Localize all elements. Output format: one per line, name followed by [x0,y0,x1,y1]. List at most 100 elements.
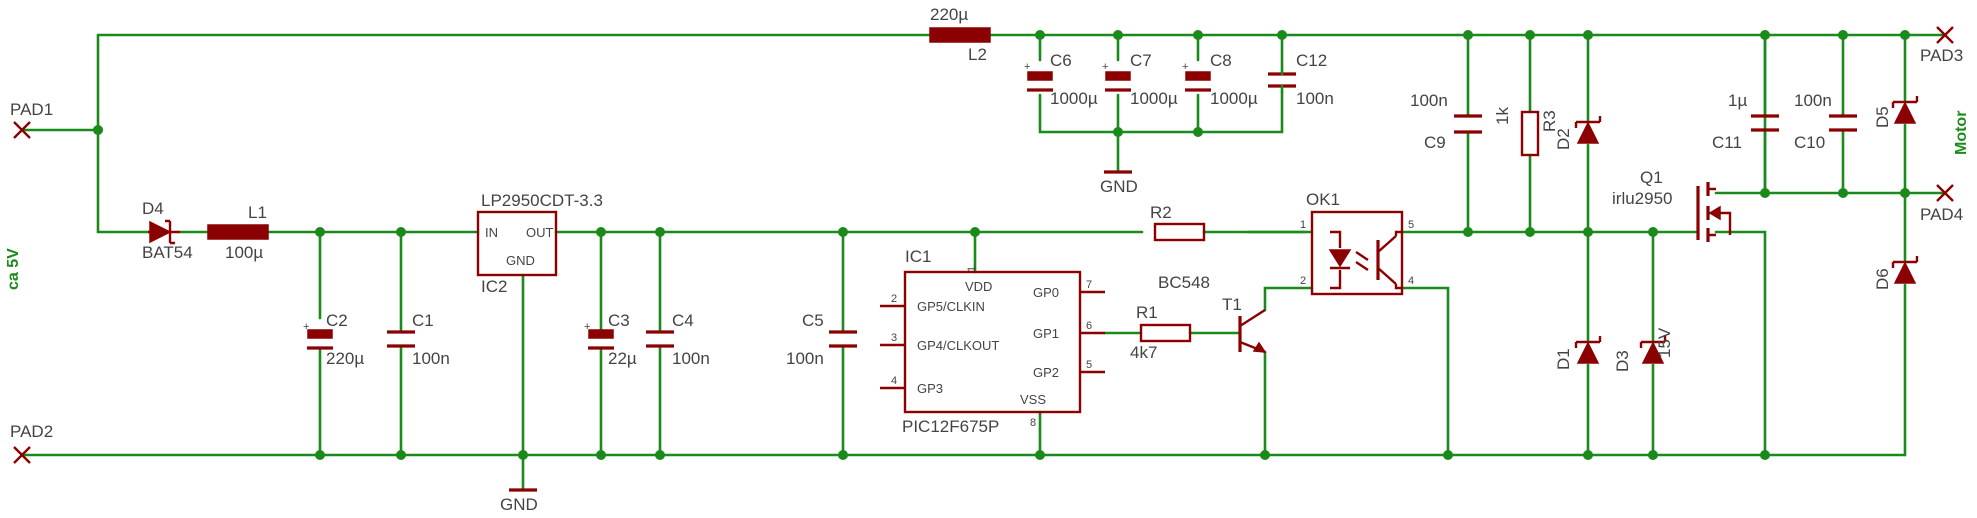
capacitor-c12: C12 100n [1268,51,1334,108]
c12-value: 100n [1296,89,1334,108]
mosfet-q1: Q1 irlu2950 [1612,168,1732,242]
ok1-pin-num: 4 [1408,275,1414,287]
capacitor-c3: + C3 22µ [584,311,637,368]
diode-d2: D2 [1554,116,1602,150]
ic2-pin-out: OUT [526,225,554,240]
ok1-pin-num: 2 [1300,275,1306,287]
ic1-pin-num: 7 [1086,279,1092,291]
ok1-pin-num: 1 [1300,219,1306,231]
c8-value: 1000µ [1210,89,1258,108]
c6-name: C6 [1050,51,1072,70]
ic1-pin-label: GP4/CLKOUT [917,338,999,353]
inductor-l2: 220µ L2 [929,5,991,64]
ic1-vss-num: 8 [1030,417,1036,429]
c10-name: C10 [1794,133,1825,152]
c3-value: 22µ [608,349,637,368]
l2-value: 220µ [930,5,968,24]
r3-name: R3 [1540,110,1559,132]
ic1-pin-label: GP3 [917,381,943,396]
gnd-symbol-bottom: GND [500,488,538,514]
resistor-r2: R2 [1150,203,1206,242]
ok1-name: OK1 [1306,190,1340,209]
d4-value: BAT54 [142,243,193,262]
capacitor-c6: + C6 1000µ [1024,51,1098,108]
ic1-pin-num: 4 [891,375,897,387]
ic2-pin-gnd: GND [506,253,535,268]
c7-value: 1000µ [1130,89,1178,108]
ic1-pin-num: 2 [891,293,897,305]
l1-name: L1 [248,203,267,222]
d2-name: D2 [1554,128,1573,150]
c12-name: C12 [1296,51,1327,70]
diode-d4: D4 BAT54 [142,199,193,262]
ic1-vdd: VDD [965,279,992,294]
svg-text:+: + [1182,61,1188,73]
junction-dots [93,30,1910,460]
d5-name: D5 [1873,106,1892,128]
diode-d5: D5 [1873,96,1919,128]
resistor-r3: 1k R3 [1493,107,1559,157]
capacitor-c8: + C8 1000µ [1182,51,1258,108]
c7-name: C7 [1130,51,1152,70]
svg-text:+: + [1024,61,1030,73]
c3-name: C3 [608,311,630,330]
c9-value: 100n [1410,91,1448,110]
d3-value: 15V [1655,327,1674,358]
ic1-pin-num: 6 [1086,320,1092,332]
pad2-label: PAD2 [10,422,53,441]
microcontroller-ic1: IC1 PIC12F675P VDD 1 VSS 8 2 GP5/CLKIN 3… [880,247,1105,436]
ic1-pin-num: 5 [1086,359,1092,371]
r1-value: 4k7 [1130,343,1157,362]
gnd-label-top: GND [1100,177,1138,196]
c2-name: C2 [326,311,348,330]
c2-value: 220µ [326,349,364,368]
c1-name: C1 [412,311,434,330]
optocoupler-ok1: OK1 1 2 5 4 [1300,190,1414,296]
c10-value: 100n [1794,91,1832,110]
ic1-pin-label: GP5/CLKIN [917,299,985,314]
c8-name: C8 [1210,51,1232,70]
motor-label: Motor [1953,111,1970,155]
regulator-ic2: LP2950CDT-3.3 IN OUT GND IC2 [476,191,603,296]
pad4: PAD4 [1920,184,1963,224]
ic1-vss: VSS [1020,392,1046,407]
t1-name: T1 [1222,295,1242,314]
ic1-pin-num: 3 [891,332,897,344]
pad3: PAD3 [1920,26,1963,65]
pad2: PAD2 [10,422,53,464]
r2-name: R2 [1150,203,1172,222]
pad1-label: PAD1 [10,100,53,119]
resistor-r1: R1 4k7 [1130,303,1192,362]
l1-value: 100µ [225,243,263,262]
ic1-pin-label: GP2 [1033,365,1059,380]
ic2-name: IC2 [481,277,507,296]
capacitor-c11: 1µ C11 [1712,91,1779,152]
svg-text:+: + [303,321,309,333]
capacitor-c4: C4 100n [646,311,710,368]
pad3-label: PAD3 [1920,46,1963,65]
c4-value: 100n [672,349,710,368]
ic1-vdd-num: 1 [966,266,978,272]
diode-d1: D1 [1554,336,1602,370]
c6-value: 1000µ [1050,89,1098,108]
diode-d3: D3 15V [1613,327,1674,372]
r3-value: 1k [1493,107,1512,125]
ic1-part: PIC12F675P [902,417,999,436]
d3-name: D3 [1613,350,1632,372]
svg-text:+: + [1102,61,1108,73]
capacitor-c2: + C2 220µ [303,311,364,368]
supply-voltage-label: ca 5V [5,248,22,290]
inductor-l1: L1 100µ [207,203,269,262]
diode-d6: D6 [1873,256,1919,290]
q1-part: irlu2950 [1612,189,1673,208]
l2-name: L2 [968,45,987,64]
c1-value: 100n [412,349,450,368]
c9-name: C9 [1424,133,1446,152]
capacitor-c10: 100n C10 [1794,91,1857,152]
ic2-part: LP2950CDT-3.3 [481,191,603,210]
pad1: PAD1 [10,100,53,139]
pad4-label: PAD4 [1920,205,1963,224]
capacitor-c7: + C7 1000µ [1102,51,1178,108]
ic1-name: IC1 [905,247,931,266]
